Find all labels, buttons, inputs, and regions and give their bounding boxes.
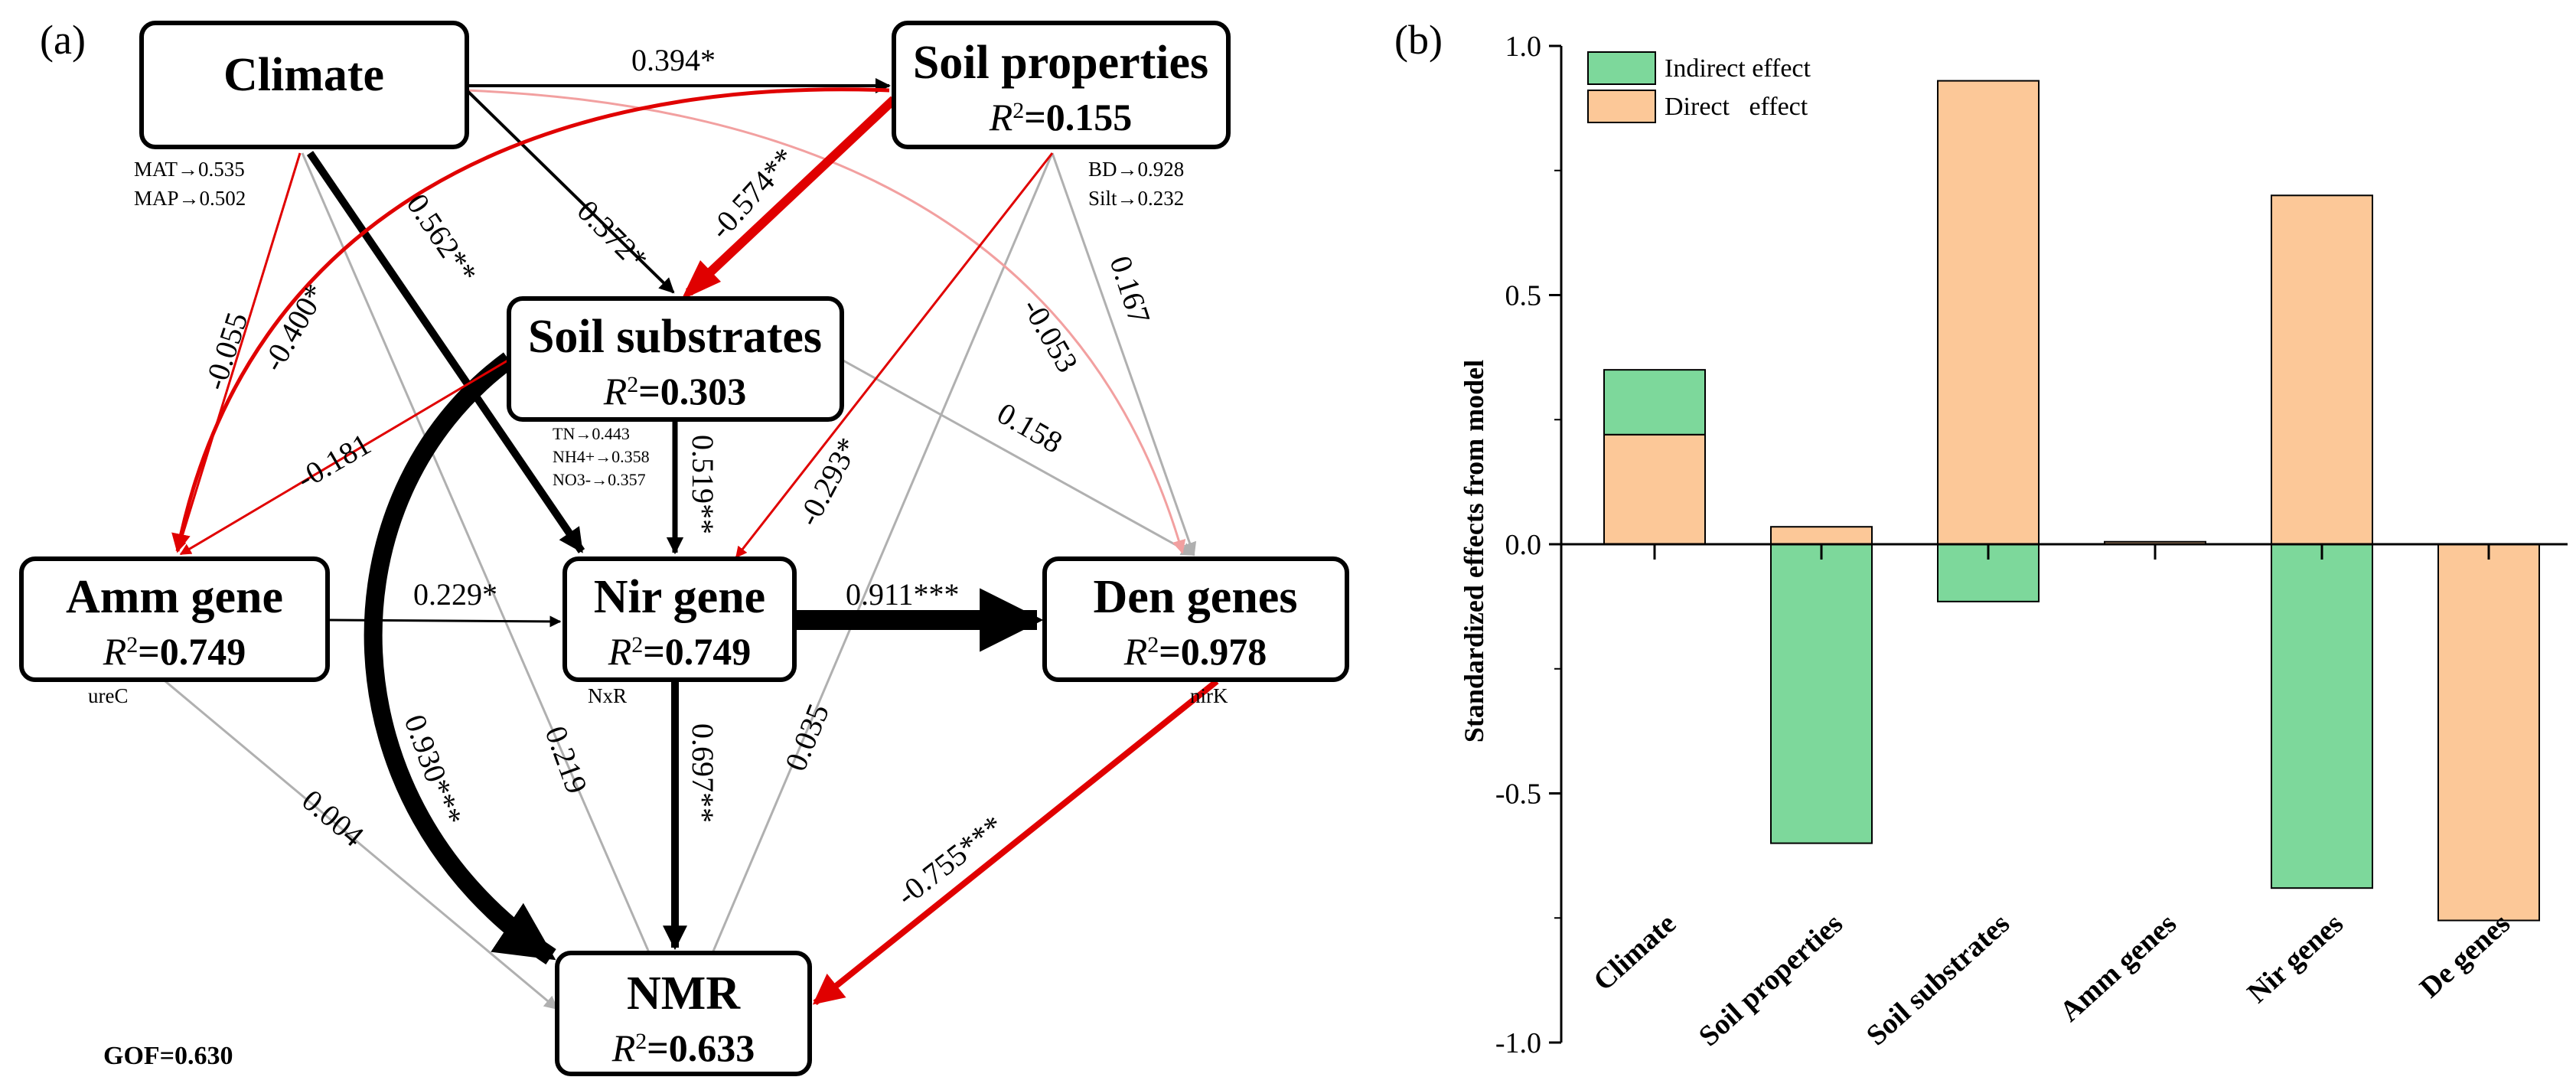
- indicator-bd: BD→0.928: [1088, 158, 1184, 181]
- bar-indirect: [1603, 369, 1706, 436]
- indicator-nirk: nirK: [1190, 684, 1228, 707]
- node-amm-gene-title: Amm gene: [66, 571, 283, 623]
- arrow-soilprop-den: [1051, 152, 1197, 556]
- y-axis-label: Standardized effects from model: [1459, 360, 1489, 742]
- bar-group: [1603, 80, 2540, 922]
- panel-b: (b) Standardized effects from model Clim…: [1394, 17, 2568, 1059]
- coef-climate-substrates: 0.372*: [571, 194, 655, 278]
- arrow-substrates-den: [841, 358, 1195, 556]
- node-climate: Climate: [139, 21, 469, 149]
- path-arrows: [160, 78, 1219, 1010]
- panel-a: (a): [19, 17, 1349, 1076]
- node-soil-substrates-title: Soil substrates: [528, 311, 822, 363]
- bar-direct: [1770, 526, 1873, 546]
- indicator-map: MAP→0.502: [134, 187, 246, 210]
- coef-nir-nmr: 0.697**: [686, 723, 720, 823]
- coef-climate-amm: -0.055: [197, 308, 255, 394]
- node-soil-substrates-r2: R2=0.303: [603, 370, 747, 413]
- arrow-soilprop-substrates: [685, 96, 898, 296]
- coef-climate-soilprop: 0.394*: [631, 43, 716, 77]
- legend-swatch-direct: [1587, 90, 1656, 123]
- node-den-genes: Den genes R2=0.978: [1042, 556, 1349, 682]
- arrow-soilprop-nmr: [687, 152, 1054, 1010]
- bar-direct: [1937, 80, 2040, 545]
- coef-substrates-amm: -0.181: [291, 426, 377, 496]
- node-amm-gene-r2: R2=0.749: [103, 630, 246, 673]
- legend-swatch-indirect: [1587, 51, 1656, 85]
- y-tick-label: -1.0: [1495, 1027, 1541, 1059]
- coef-climate-nir: 0.562**: [400, 188, 484, 289]
- x-tick-label: Amm genes: [2054, 907, 2183, 1028]
- indicator-tn: TN→0.443: [553, 424, 630, 443]
- coef-climate-nmr: 0.219: [539, 722, 595, 798]
- node-den-genes-r2: R2=0.978: [1123, 630, 1267, 673]
- panel-b-label: (b): [1394, 17, 1443, 63]
- arrow-climate-amm: [174, 152, 302, 553]
- arrow-soilprop-amm: [171, 87, 890, 553]
- coef-climate-den: -0.053: [1016, 292, 1085, 378]
- indicator-no3: NO3-→0.357: [553, 470, 646, 489]
- y-tick-label: -0.5: [1495, 778, 1541, 811]
- node-nir-gene: Nir gene R2=0.749: [562, 556, 797, 682]
- x-tick-label: Soil properties: [1693, 907, 1849, 1052]
- y-tick-label: 0.5: [1505, 280, 1542, 312]
- arrow-climate-den: [466, 89, 1186, 554]
- node-nir-gene-title: Nir gene: [594, 571, 765, 623]
- bar-direct: [2437, 543, 2540, 922]
- arrow-climate-nmr: [301, 152, 675, 1010]
- y-tick-label: 1.0: [1505, 31, 1542, 63]
- legend-indirect-label: Indirect effect: [1665, 54, 1811, 83]
- arrow-climate-substrates: [465, 89, 675, 294]
- node-soil-properties-r2: R2=0.155: [989, 96, 1133, 139]
- node-soil-properties: Soil properties R2=0.155: [892, 21, 1231, 149]
- arrow-substrates-amm: [179, 358, 510, 556]
- x-tick-label: De genes: [2414, 907, 2516, 1004]
- indicator-urec: ureC: [88, 684, 128, 707]
- indicator-mat: MAT→0.535: [134, 158, 245, 181]
- node-climate-title: Climate: [223, 49, 384, 101]
- arrow-soilprop-nir: [735, 152, 1054, 559]
- node-amm-gene: Amm gene R2=0.749: [19, 556, 330, 682]
- arrow-soilprop-substrates-head: [681, 260, 721, 300]
- coef-nir-den: 0.911***: [846, 577, 960, 612]
- node-soil-substrates: Soil substrates R2=0.303: [507, 296, 844, 422]
- indicator-nh4: NH4+→0.358: [553, 447, 650, 466]
- coef-amm-nir: 0.229*: [413, 577, 497, 612]
- node-nir-gene-r2: R2=0.749: [608, 630, 752, 673]
- indicator-nxr: NxR: [588, 684, 627, 707]
- y-tick-label: 0.0: [1505, 529, 1542, 561]
- arrow-amm-nmr: [160, 676, 559, 1010]
- indicator-silt: Silt→0.232: [1088, 187, 1184, 210]
- bar-indirect: [1770, 543, 1873, 844]
- coef-soilprop-den: 0.167: [1103, 252, 1157, 328]
- bar-direct: [2271, 194, 2373, 546]
- bar-indirect: [2271, 543, 2373, 889]
- node-soil-properties-title: Soil properties: [913, 37, 1208, 89]
- coef-substrates-nir: 0.519**: [686, 435, 720, 534]
- x-tick-label: Nir genes: [2242, 907, 2349, 1009]
- node-nmr-r2: R2=0.633: [611, 1026, 755, 1069]
- coef-soilprop-amm: -0.400*: [256, 278, 333, 377]
- node-nmr: NMR R2=0.633: [555, 951, 812, 1076]
- panel-a-label: (a): [40, 17, 86, 63]
- gof-value: GOF=0.630: [103, 1042, 233, 1070]
- x-tick-label: Soil substrates: [1860, 907, 2016, 1052]
- arrow-climate-nir: [306, 151, 585, 553]
- x-tick-label: Climate: [1587, 907, 1682, 997]
- bar-direct: [1603, 433, 1706, 546]
- arrow-amm-nir: [328, 615, 562, 628]
- legend-direct-label: Direct effect: [1665, 93, 1808, 121]
- arrow-den-nmr: [812, 678, 1219, 1006]
- coef-soilprop-nir: -0.293*: [791, 432, 866, 531]
- arrow-substrates-nmr: [364, 352, 556, 964]
- node-den-genes-title: Den genes: [1094, 571, 1298, 623]
- chart-legend: Indirect effect Direct effect: [1587, 51, 1811, 123]
- coef-soilprop-nmr: 0.035: [778, 699, 836, 775]
- node-nmr-title: NMR: [627, 968, 741, 1020]
